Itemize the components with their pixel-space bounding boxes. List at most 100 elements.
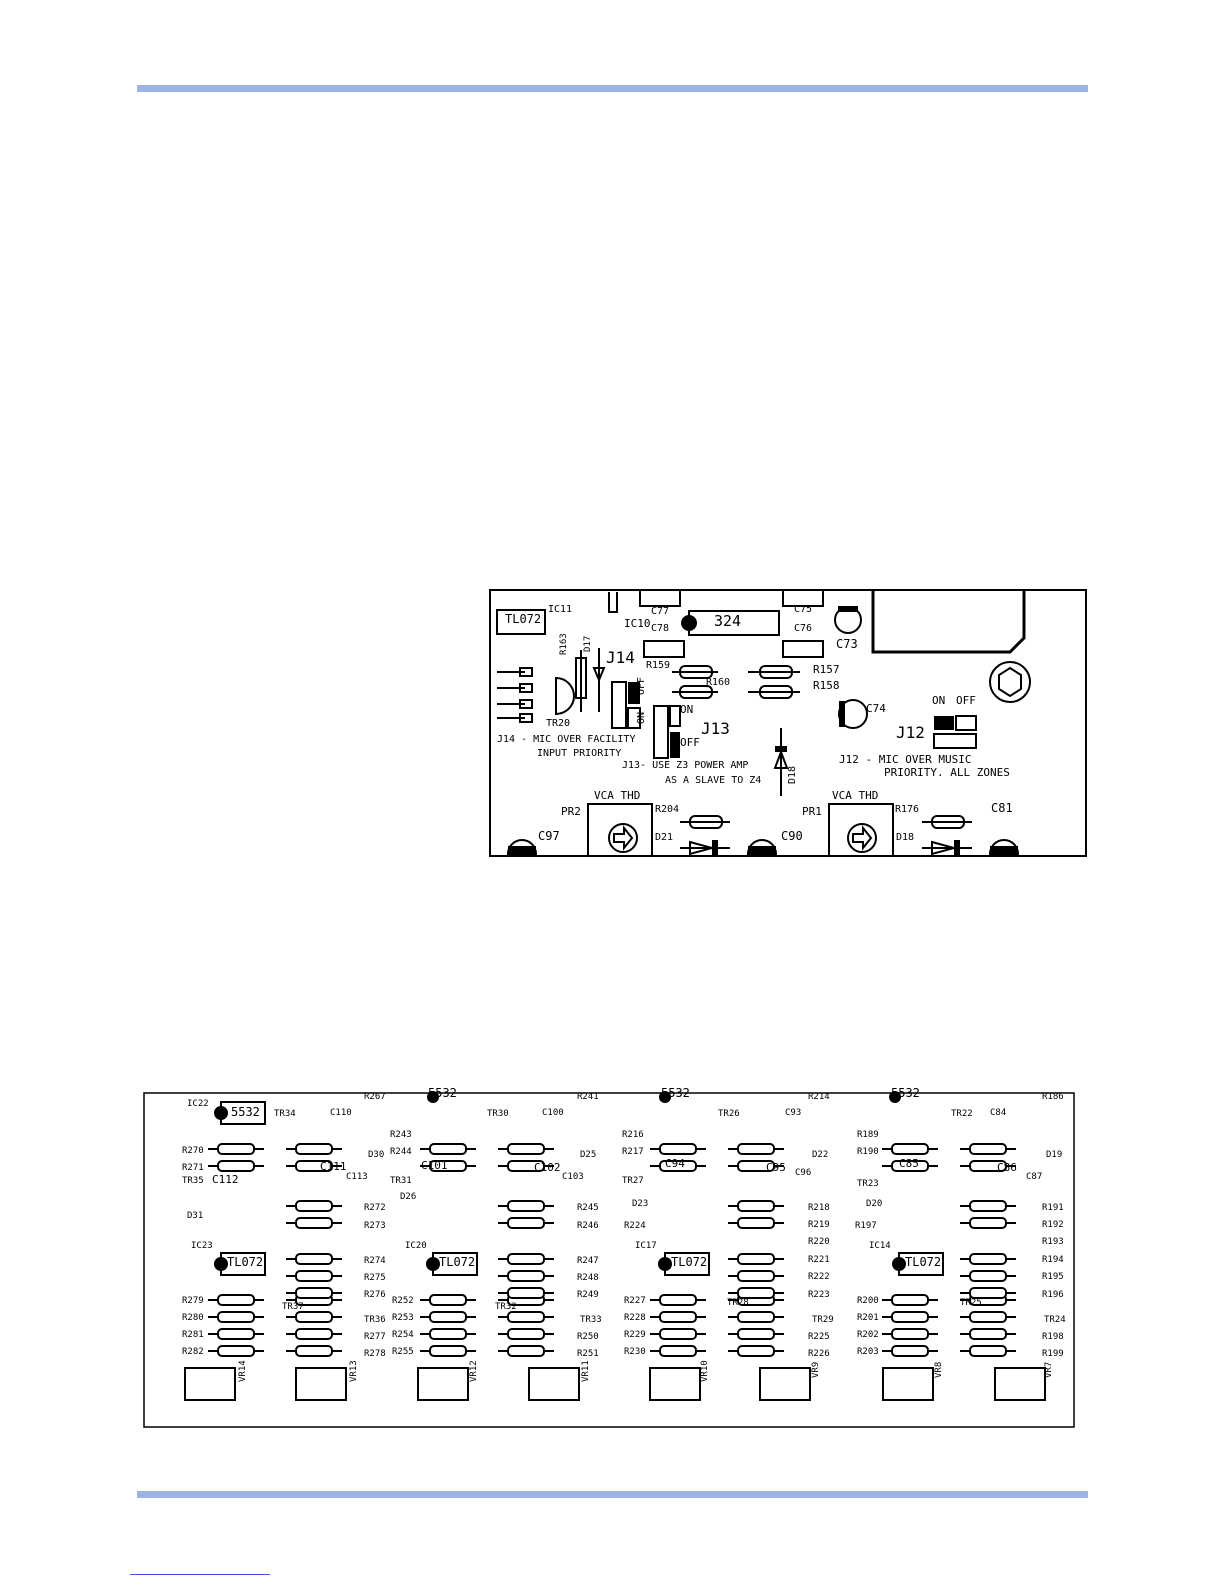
component-label: C102 (534, 1161, 561, 1174)
resistor (969, 1143, 1007, 1155)
resistor (891, 1345, 929, 1357)
resistor (737, 1200, 775, 1212)
component-label: R247 (577, 1256, 599, 1266)
component-label: R217 (622, 1147, 644, 1157)
resistor (507, 1311, 545, 1323)
component-label: TR29 (812, 1315, 834, 1325)
resistor (429, 1294, 467, 1306)
resistor (507, 1143, 545, 1155)
component-label: PR2 (561, 805, 581, 818)
component-label: R244 (390, 1147, 412, 1157)
resistor (737, 1287, 775, 1299)
component-label: R159 (646, 660, 670, 671)
component-label: R276 (364, 1290, 386, 1300)
component-label: R246 (577, 1221, 599, 1231)
component-label: R224 (624, 1221, 646, 1231)
component-label: C73 (836, 637, 858, 651)
component-label: C112 (212, 1173, 239, 1186)
component-label: R196 (1042, 1290, 1064, 1300)
component-label: R192 (1042, 1220, 1064, 1230)
component-label: ON (636, 712, 647, 724)
component-label: C110 (330, 1108, 352, 1118)
component-label: J13 (701, 719, 730, 738)
resistor (969, 1345, 1007, 1357)
resistor (295, 1270, 333, 1282)
component-label: 5532 (428, 1086, 457, 1100)
component-label: C96 (795, 1168, 811, 1178)
component-label: TR37 (282, 1302, 304, 1312)
component-label: C87 (1026, 1172, 1042, 1182)
resistor (507, 1328, 545, 1340)
component-label: R248 (577, 1273, 599, 1283)
pcb-board-bottom (143, 1091, 1075, 1428)
resistor (737, 1270, 775, 1282)
component-label: R255 (392, 1347, 414, 1357)
component-label: VR14 (238, 1360, 248, 1382)
component-label: R191 (1042, 1203, 1064, 1213)
component-label: R163 (559, 633, 569, 655)
component-label: R197 (855, 1221, 877, 1231)
component-label: R219 (808, 1220, 830, 1230)
component-label: R221 (808, 1255, 830, 1265)
component-label: R241 (577, 1092, 599, 1102)
component-label: R226 (808, 1349, 830, 1359)
resistor (507, 1160, 545, 1172)
component-label: VR7 (1044, 1362, 1054, 1378)
resistor (295, 1328, 333, 1340)
resistor (737, 1345, 775, 1357)
component-label: D19 (1046, 1150, 1062, 1160)
component-label: VR12 (469, 1360, 479, 1382)
component-label: TR20 (546, 718, 570, 729)
component-label: VR9 (811, 1362, 821, 1378)
component-label: R267 (364, 1092, 386, 1102)
component-label: C111 (320, 1160, 347, 1173)
component-label: C85 (899, 1157, 919, 1170)
component-label: C95 (766, 1161, 786, 1174)
component-label: R253 (392, 1313, 414, 1323)
resistor (969, 1311, 1007, 1323)
component-label: TR26 (718, 1109, 740, 1119)
component-label: R282 (182, 1347, 204, 1357)
component-label: 5532 (661, 1086, 690, 1100)
component-label: TR23 (857, 1179, 879, 1189)
component-label: C75 (794, 604, 812, 615)
component-label: R278 (364, 1349, 386, 1359)
component-label: TR36 (364, 1315, 386, 1325)
component-label: J12 (896, 723, 925, 742)
resistor (217, 1328, 255, 1340)
component-label: R204 (655, 804, 679, 815)
component-label: IC22 (187, 1099, 209, 1109)
component-label: R218 (808, 1203, 830, 1213)
resistor (429, 1328, 467, 1340)
component-label: D25 (580, 1150, 596, 1160)
component-label: VR13 (349, 1360, 359, 1382)
resistor (969, 1217, 1007, 1229)
component-label: R230 (624, 1347, 646, 1357)
resistor (737, 1253, 775, 1265)
component-label: R158 (813, 679, 840, 692)
component-label: C78 (651, 623, 669, 634)
component-label: TR34 (274, 1109, 296, 1119)
resistor (295, 1287, 333, 1299)
resistor (891, 1160, 929, 1172)
component-label: R160 (706, 677, 730, 688)
component-label: R270 (182, 1146, 204, 1156)
resistor (295, 1200, 333, 1212)
component-label: R198 (1042, 1332, 1064, 1342)
component-label: C76 (794, 623, 812, 634)
resistor (969, 1287, 1007, 1299)
component-label: VCA THD (594, 789, 640, 802)
resistor (737, 1328, 775, 1340)
resistor (295, 1160, 333, 1172)
component-label: R203 (857, 1347, 879, 1357)
resistor (737, 1311, 775, 1323)
component-label: TL072 (439, 1255, 475, 1269)
component-label: R199 (1042, 1349, 1064, 1359)
component-label: R223 (808, 1290, 830, 1300)
component-label: R186 (1042, 1092, 1064, 1102)
component-label: TL072 (227, 1255, 263, 1269)
component-label: R229 (624, 1330, 646, 1340)
component-label: C84 (990, 1108, 1006, 1118)
component-label: R245 (577, 1203, 599, 1213)
